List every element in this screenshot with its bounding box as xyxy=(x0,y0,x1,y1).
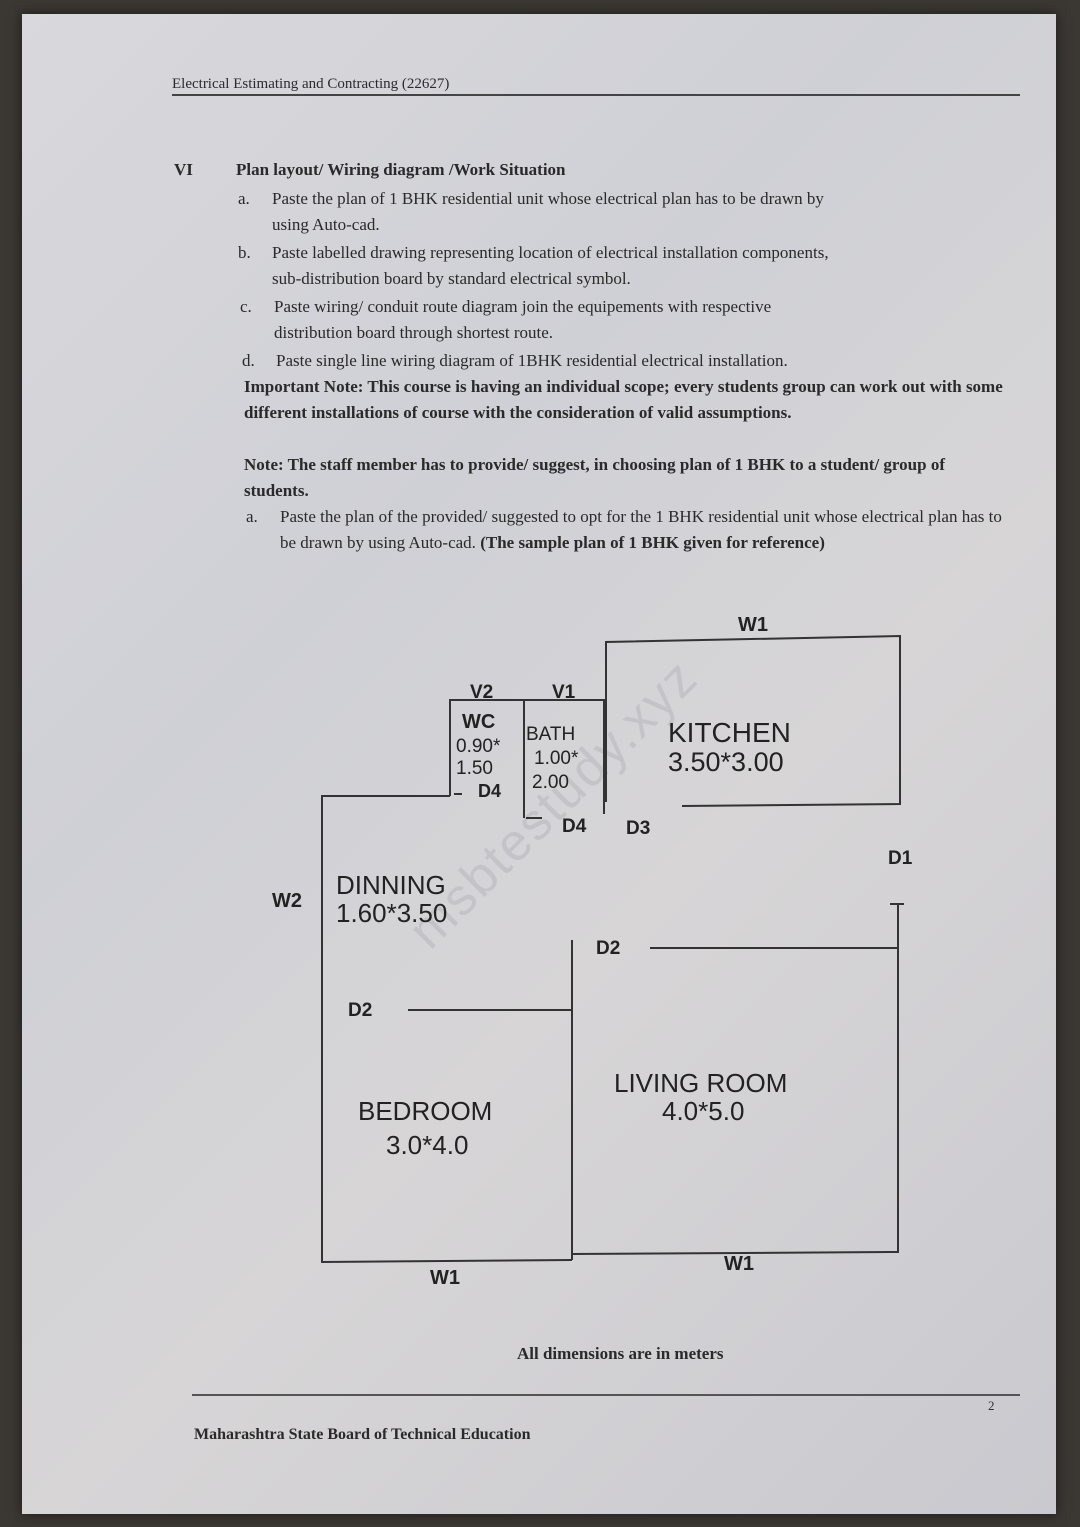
bedroom-name: BEDROOM xyxy=(358,1096,492,1126)
bath-name: BATH xyxy=(526,724,575,745)
wc-wall xyxy=(449,699,525,818)
label-d3: D3 xyxy=(626,818,650,839)
list-item-bold-text: (The sample plan of 1 BHK given for refe… xyxy=(480,533,825,552)
living-dims: 4.0*5.0 xyxy=(662,1096,744,1126)
label-d2-bedroom: D2 xyxy=(348,1000,372,1021)
floor-plan: W1 V2 V1 WC 0.90* 1.50 D4 BATH 1.00* 2.0… xyxy=(272,614,913,1289)
list-item: c. Paste wiring/ conduit route diagram j… xyxy=(240,294,1012,346)
list-item-text: Paste the plan of 1 BHK residential unit… xyxy=(272,189,824,208)
wc-name: WC xyxy=(462,711,495,733)
list-item-label: c. xyxy=(240,297,252,316)
bedroom-dims: 3.0*4.0 xyxy=(386,1130,468,1160)
list-item: a. Paste the plan of the provided/ sugge… xyxy=(246,504,1010,556)
bath-dims: 2.00 xyxy=(532,772,569,793)
list-item-text: using Auto-cad. xyxy=(272,215,380,234)
list-item-text: distribution board through shortest rout… xyxy=(274,323,554,342)
label-d1: D1 xyxy=(888,848,913,869)
label-d4-wc: D4 xyxy=(478,781,501,801)
list-item-text: Paste wiring/ conduit route diagram join… xyxy=(274,297,772,316)
running-header: Electrical Estimating and Contracting (2… xyxy=(172,76,450,92)
header-rule xyxy=(172,94,1020,96)
bath-dims: 1.00* xyxy=(534,748,579,769)
section-title: Plan layout/ Wiring diagram /Work Situat… xyxy=(236,160,566,179)
page-number: 2 xyxy=(988,1398,995,1413)
footer-rule xyxy=(192,1394,1020,1396)
important-note: Important Note: This course is having an… xyxy=(244,377,1003,422)
document-page: Electrical Estimating and Contracting (2… xyxy=(22,14,1056,1514)
list-item: d. Paste single line wiring diagram of 1… xyxy=(242,348,1012,374)
section-number: VI xyxy=(174,160,193,179)
living-name: LIVING ROOM xyxy=(614,1068,787,1098)
kitchen-name: KITCHEN xyxy=(668,717,791,748)
list-item-label: d. xyxy=(242,351,255,370)
list-item: b. Paste labelled drawing representing l… xyxy=(238,240,1012,292)
list-item-text: sub-distribution board by standard elect… xyxy=(272,269,631,288)
wc-dims: 0.90* xyxy=(456,736,501,757)
list-item-text: Paste the plan of the provided/ suggeste… xyxy=(280,507,1002,552)
label-w2: W2 xyxy=(272,890,302,912)
kitchen-wall xyxy=(605,634,901,807)
footer-board: Maharashtra State Board of Technical Edu… xyxy=(194,1426,531,1443)
label-w1-bottom-left: W1 xyxy=(430,1267,460,1289)
list-item: a. Paste the plan of 1 BHK residential u… xyxy=(238,186,1012,238)
label-v1: V1 xyxy=(552,682,576,703)
label-d2-living: D2 xyxy=(596,938,620,959)
kitchen-dims: 3.50*3.00 xyxy=(668,747,784,777)
list-item-label: a. xyxy=(238,189,250,208)
staff-note: Note: The staff member has to provide/ s… xyxy=(244,455,945,500)
dinning-name: DINNING xyxy=(336,870,446,900)
label-v2: V2 xyxy=(470,682,493,703)
living-wall xyxy=(571,947,899,1255)
list-item-label: a. xyxy=(246,507,258,526)
label-w1-top: W1 xyxy=(738,614,768,636)
list-item-text: Paste labelled drawing representing loca… xyxy=(272,243,829,262)
dinning-wall xyxy=(321,795,573,1264)
label-w1-bottom-right: W1 xyxy=(724,1253,754,1275)
label-d4-bath: D4 xyxy=(562,816,587,837)
list-item-label: b. xyxy=(238,243,251,262)
dinning-dims: 1.60*3.50 xyxy=(336,898,447,928)
bath-wall xyxy=(524,699,605,814)
wc-dims: 1.50 xyxy=(456,758,493,779)
dimensions-caption: All dimensions are in meters xyxy=(517,1344,724,1363)
list-item-text: Paste single line wiring diagram of 1BHK… xyxy=(276,351,788,370)
